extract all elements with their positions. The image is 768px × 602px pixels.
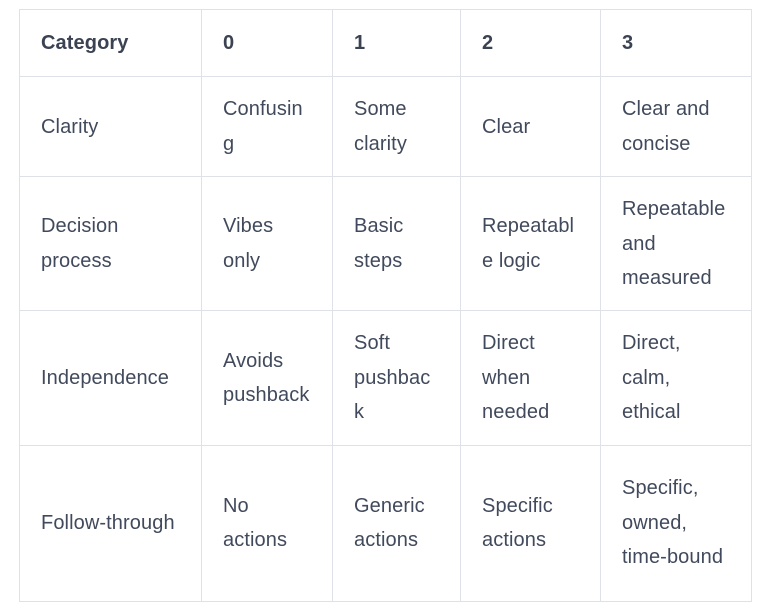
rubric-table: Category 0 1 2 3 Clarity Confusing Some … [19, 8, 752, 602]
rubric-table-container: Category 0 1 2 3 Clarity Confusing Some … [19, 8, 752, 602]
column-header-level-1: 1 [332, 8, 461, 78]
cell-level-1: Some clarity [332, 76, 461, 178]
cell-category: Decision process [19, 176, 202, 312]
cell-level-2: Direct when needed [460, 310, 601, 446]
rubric-table-body: Clarity Confusing Some clarity Clear Cle… [19, 76, 752, 602]
cell-category: Independence [19, 310, 202, 446]
cell-level-3: Clear and concise [600, 76, 752, 178]
rubric-header-row: Category 0 1 2 3 [19, 8, 752, 78]
table-row: Independence Avoids pushback Soft pushba… [19, 310, 752, 446]
cell-level-2: Specific actions [460, 444, 601, 602]
cell-level-3: Specific, owned, time-bound [600, 444, 752, 602]
cell-level-1: Soft pushback [332, 310, 461, 446]
table-row: Decision process Vibes only Basic steps … [19, 176, 752, 312]
cell-level-2: Repeatable logic [460, 176, 601, 312]
cell-level-0: Confusing [201, 76, 333, 178]
cell-level-1: Generic actions [332, 444, 461, 602]
cell-level-1: Basic steps [332, 176, 461, 312]
rubric-table-head: Category 0 1 2 3 [19, 8, 752, 78]
table-row: Clarity Confusing Some clarity Clear Cle… [19, 76, 752, 178]
cell-level-2: Clear [460, 76, 601, 178]
cell-level-0: Avoids pushback [201, 310, 333, 446]
table-row: Follow-through No actions Generic action… [19, 444, 752, 602]
column-header-category: Category [19, 8, 202, 78]
cell-level-0: Vibes only [201, 176, 333, 312]
cell-category: Follow-through [19, 444, 202, 602]
column-header-level-0: 0 [201, 8, 333, 78]
cell-category: Clarity [19, 76, 202, 178]
column-header-level-2: 2 [460, 8, 601, 78]
cell-level-3: Repeatable and measured [600, 176, 752, 312]
column-header-level-3: 3 [600, 8, 752, 78]
cell-level-3: Direct, calm, ethical [600, 310, 752, 446]
cell-level-0: No actions [201, 444, 333, 602]
